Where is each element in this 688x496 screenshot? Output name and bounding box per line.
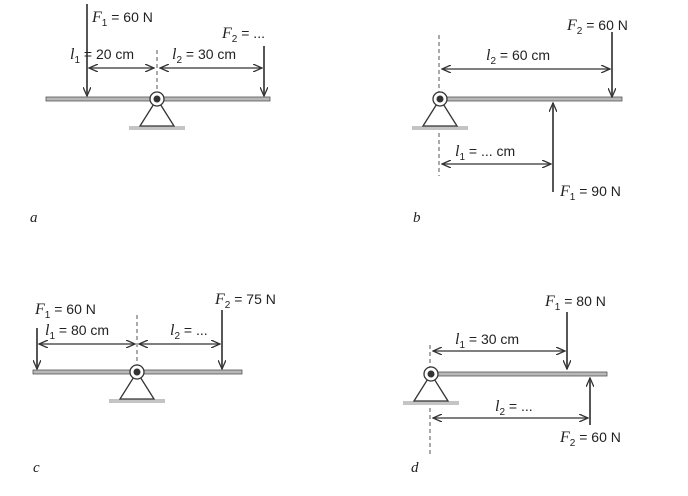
- label-b-l1: l1 = ... cm: [455, 143, 515, 163]
- ground-c: [109, 399, 165, 403]
- label-d-l2: l2 = ...: [495, 398, 533, 418]
- fulcrum-support-c: [118, 370, 156, 400]
- pivot-pin-a: [153, 95, 161, 103]
- panel-label-d: d: [411, 460, 419, 476]
- fulcrum-support-a: [138, 97, 176, 127]
- label-b-F2: F2 = 60 N: [566, 17, 628, 37]
- label-a-F1: F1 = 60 N: [91, 9, 153, 29]
- label-b-F1: F1 = 90 N: [559, 183, 621, 203]
- ground-a: [129, 126, 185, 130]
- panel-label-b: b: [413, 210, 421, 226]
- label-c-F2: F2 = 75 N: [214, 291, 276, 311]
- ground-b: [412, 126, 468, 130]
- pivot-pin-b: [436, 95, 444, 103]
- label-d-F2: F2 = 60 N: [559, 429, 621, 449]
- panel-label-a: a: [30, 210, 38, 226]
- label-a-l2: l2 = 30 cm: [172, 46, 236, 66]
- pivot-pin-d: [427, 370, 435, 378]
- fulcrum-support-b: [421, 97, 459, 127]
- label-b-l2: l2 = 60 cm: [486, 47, 550, 67]
- label-d-l1: l1 = 30 cm: [455, 331, 519, 351]
- label-a-l1: l1 = 20 cm: [70, 46, 134, 66]
- pivot-pin-c: [133, 368, 141, 376]
- label-c-F1: F1 = 60 N: [34, 301, 96, 321]
- ground-d: [403, 401, 459, 405]
- fulcrum-support-d: [412, 372, 450, 402]
- lever-beam-b: [439, 96, 623, 102]
- label-d-F1: F1 = 80 N: [544, 293, 606, 313]
- label-c-l2: l2 = ...: [170, 322, 208, 342]
- panel-label-c: c: [33, 460, 40, 476]
- label-a-F2: F2 = ...: [221, 25, 265, 45]
- label-c-l1: l1 = 80 cm: [45, 322, 109, 342]
- lever-beam-d: [430, 371, 608, 377]
